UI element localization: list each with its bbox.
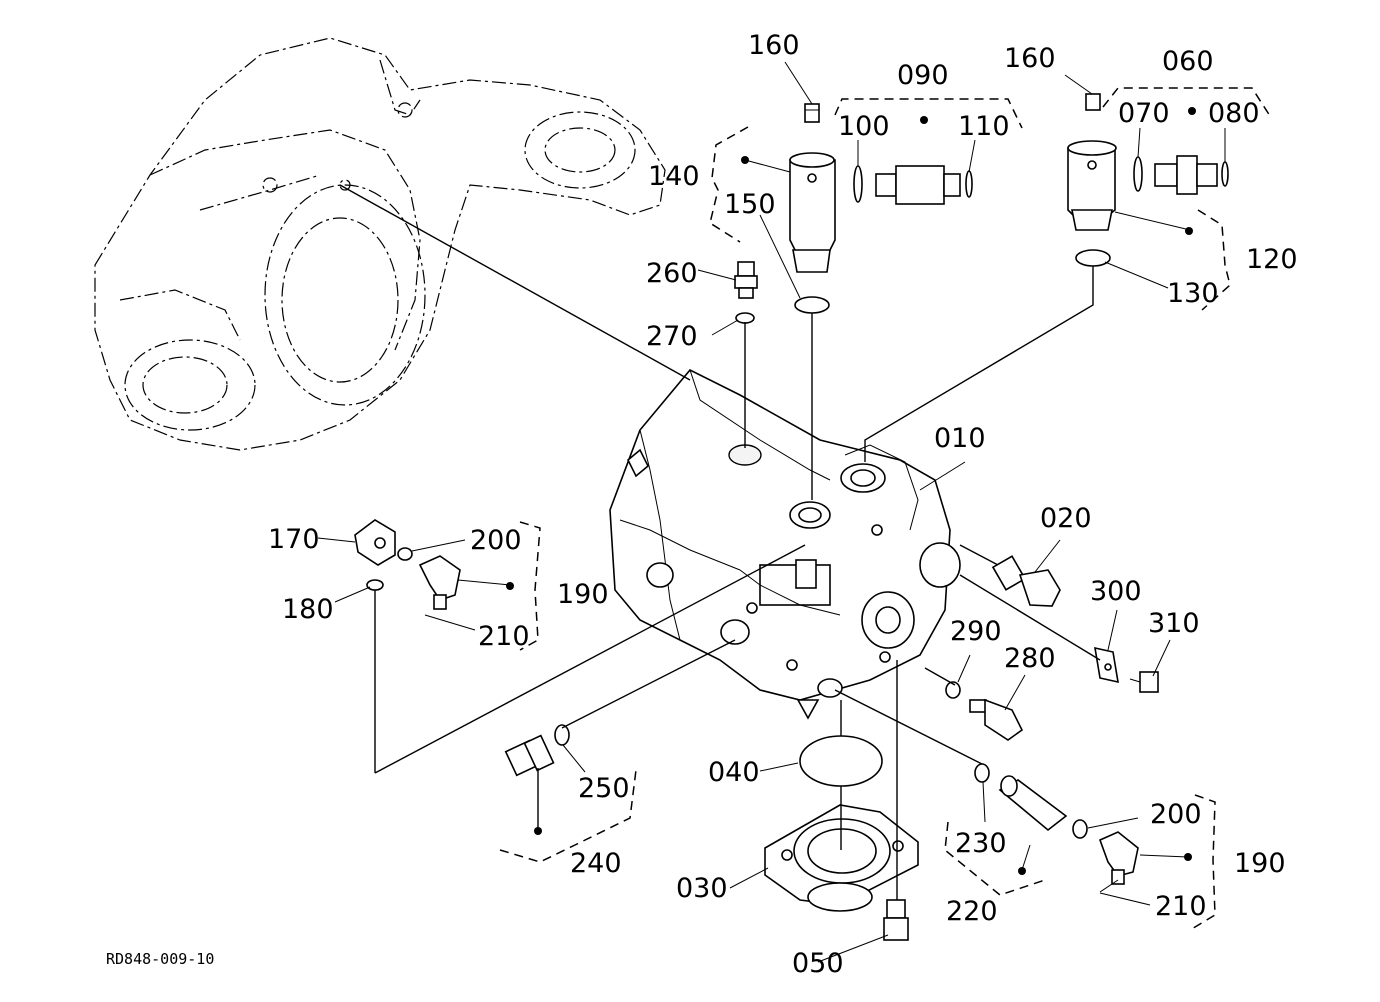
label-250: 250: [578, 773, 630, 804]
label-240: 240: [570, 848, 622, 879]
transmission-housing-outline: [94, 37, 666, 451]
fitting-240: [504, 734, 555, 777]
oring-110: [965, 170, 973, 198]
oring-150: [794, 296, 830, 314]
label-080: 080: [1208, 98, 1260, 129]
bolt-310: [1129, 671, 1159, 693]
leader-lines: [317, 61, 1226, 963]
oring-200-left: [397, 547, 413, 561]
label-290: 290: [950, 616, 1002, 647]
label-200-left: 200: [470, 525, 522, 556]
label-170: 170: [268, 524, 320, 555]
plug-020: [991, 555, 1061, 607]
oring-270: [735, 312, 755, 324]
fitting-080: [1154, 155, 1218, 195]
label-300: 300: [1090, 576, 1142, 607]
label-280: 280: [1004, 643, 1056, 674]
label-030: 030: [676, 873, 728, 904]
oring-200-right: [1072, 819, 1088, 839]
oring-130: [1075, 249, 1111, 267]
label-230: 230: [955, 828, 1007, 859]
plug-160-top: [804, 103, 820, 123]
sensor-280: [969, 698, 1024, 741]
label-060: 060: [1162, 46, 1214, 77]
label-190-left: 190: [557, 579, 609, 610]
label-010: 010: [934, 423, 986, 454]
oring-040: [799, 735, 883, 787]
label-220: 220: [946, 896, 998, 927]
callout-labels: 160 090 100 110 140 150 160 060 070 080 …: [268, 30, 1298, 979]
label-270: 270: [646, 321, 698, 352]
label-090: 090: [897, 60, 949, 91]
oring-070: [1133, 156, 1143, 192]
label-070: 070: [1118, 98, 1170, 129]
figure-reference-code: RD848-009-10: [106, 950, 214, 968]
label-020: 020: [1040, 503, 1092, 534]
oring-250: [554, 724, 570, 746]
oring-290: [945, 681, 961, 699]
label-260: 260: [646, 258, 698, 289]
tee-fitting-170: [354, 519, 396, 566]
oring-180: [366, 579, 384, 591]
label-160-top: 160: [748, 30, 800, 61]
oring-080: [1221, 161, 1229, 187]
label-150: 150: [724, 189, 776, 220]
oring-230: [974, 763, 990, 783]
label-100: 100: [838, 111, 890, 142]
label-050: 050: [792, 948, 844, 979]
valve-assembly-120: [1067, 140, 1117, 231]
label-160-right: 160: [1004, 43, 1056, 74]
oring-100: [853, 165, 863, 203]
group-brackets: [499, 87, 1271, 931]
label-200-right: 200: [1150, 799, 1202, 830]
bracket-300: [1094, 646, 1119, 684]
label-310: 310: [1148, 608, 1200, 639]
label-210-left: 210: [478, 621, 530, 652]
label-210-right: 210: [1155, 891, 1207, 922]
plug-160-right: [1085, 93, 1101, 111]
fitting-090: [875, 165, 961, 205]
group-reference-dots: [506, 107, 1196, 875]
label-040: 040: [708, 757, 760, 788]
flange-cover-030: [764, 804, 919, 912]
relief-valve-assembly-140: [789, 152, 836, 273]
plug-050: [883, 899, 909, 941]
label-120: 120: [1246, 244, 1298, 275]
elbow-fitting-190-left: [418, 555, 461, 610]
elbow-fitting-190-right: [1098, 831, 1139, 885]
label-110: 110: [958, 111, 1010, 142]
fitting-260: [734, 261, 758, 299]
hydraulic-pump-body: [609, 369, 961, 720]
label-140: 140: [648, 161, 700, 192]
label-180: 180: [282, 594, 334, 625]
label-190-right: 190: [1234, 848, 1286, 879]
label-130: 130: [1167, 278, 1219, 309]
fitting-220: [998, 775, 1068, 832]
